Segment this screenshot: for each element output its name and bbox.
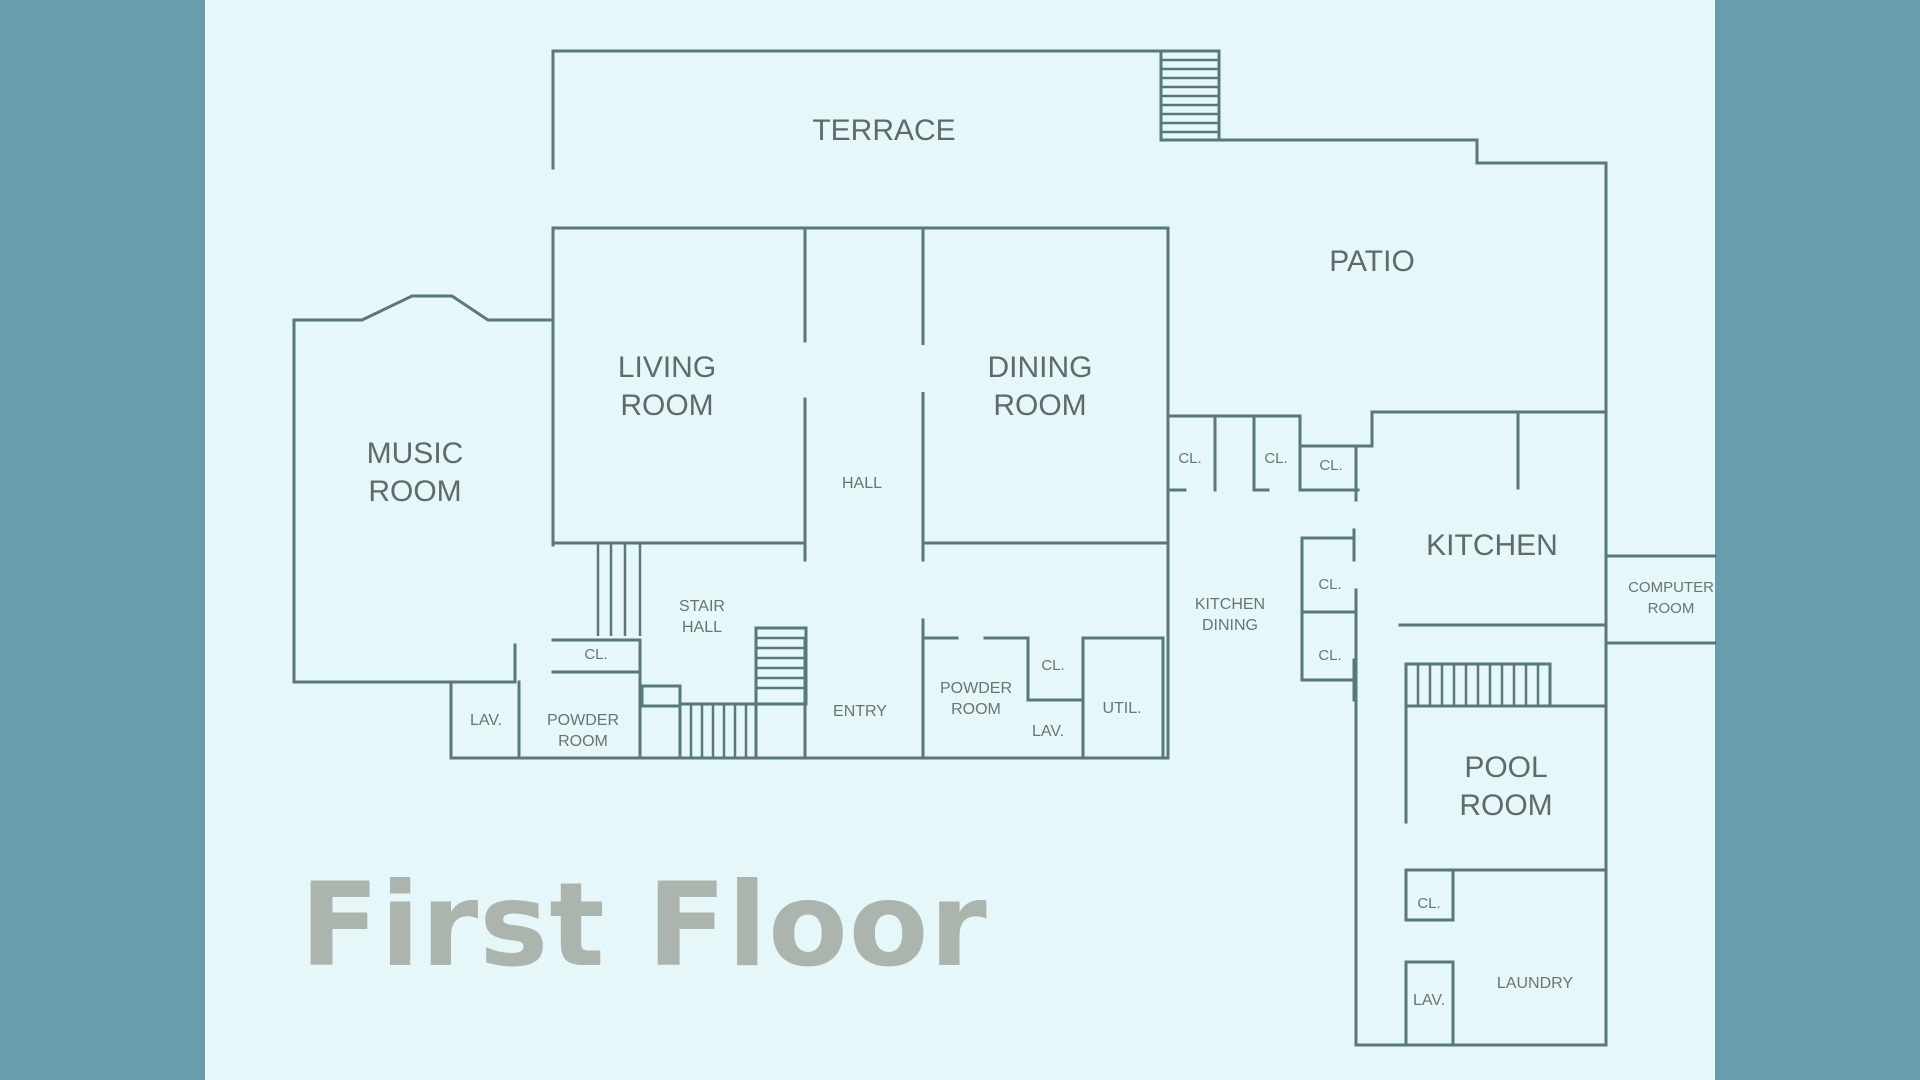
label-util: UTIL. xyxy=(1102,700,1141,717)
label-powder-room-right-line2: ROOM xyxy=(951,701,1001,718)
label-living-room-line2: ROOM xyxy=(620,389,713,422)
floor-caption: First Floor xyxy=(300,858,988,993)
floor-plan-panel xyxy=(205,0,1715,1080)
label-kitchen-dining-line2: DINING xyxy=(1202,617,1258,634)
label-powder-room-right-line1: POWDER xyxy=(940,680,1012,697)
living-stairs xyxy=(596,543,642,636)
stair-hall-stairs xyxy=(640,626,808,760)
label-closet: CL. xyxy=(1318,647,1341,664)
label-music-room-line2: ROOM xyxy=(368,475,461,508)
powder-cl-walls xyxy=(983,636,1085,702)
label-closet: CL. xyxy=(1417,895,1440,912)
terrace-stairs xyxy=(1159,49,1221,142)
pool-room-stairs xyxy=(1404,662,1552,708)
label-powder-room-left-line2: ROOM xyxy=(558,733,608,750)
label-dining-room-line2: ROOM xyxy=(993,389,1086,422)
living-room-walls xyxy=(551,226,807,545)
label-computer-room-line2: ROOM xyxy=(1648,600,1695,617)
label-stair-hall-line1: STAIR xyxy=(679,598,725,615)
label-closet: CL. xyxy=(1318,576,1341,593)
label-lav-middle: LAV. xyxy=(1032,723,1064,740)
label-closet: CL. xyxy=(1041,657,1064,674)
util-north-wall xyxy=(1081,636,1165,702)
label-terrace: TERRACE xyxy=(812,114,955,147)
label-laundry: LAUNDRY xyxy=(1497,975,1574,992)
label-lav-bottom: LAV. xyxy=(1413,992,1445,1009)
label-music-room-line1: MUSIC xyxy=(367,437,464,470)
label-powder-room-left-line1: POWDER xyxy=(547,712,619,729)
kitchen-north-wall xyxy=(1298,410,1608,448)
music-room-walls xyxy=(292,294,555,684)
label-closet: CL. xyxy=(584,646,607,663)
label-patio: PATIO xyxy=(1329,245,1415,278)
label-dining-room-line1: DINING xyxy=(988,351,1093,384)
label-pool-room-line1: POOL xyxy=(1464,751,1547,784)
label-closet: CL. xyxy=(1178,450,1201,467)
label-kitchen-dining-line1: KITCHEN xyxy=(1195,596,1265,613)
main-block-walls xyxy=(449,226,1170,760)
label-stair-hall-line2: HALL xyxy=(682,619,722,636)
label-kitchen: KITCHEN xyxy=(1426,529,1558,562)
label-hall: HALL xyxy=(842,475,882,492)
label-entry: ENTRY xyxy=(833,703,887,720)
label-lav-left: LAV. xyxy=(470,712,502,729)
stair-hall-closet-wall xyxy=(551,638,642,702)
label-closet: CL. xyxy=(1319,457,1342,474)
closet-row-walls xyxy=(1166,414,1360,492)
terrace-outline xyxy=(551,49,1608,1047)
label-living-room-line1: LIVING xyxy=(618,351,716,384)
laundry-closet xyxy=(1404,868,1455,922)
label-pool-room-line2: ROOM xyxy=(1459,789,1552,822)
kitchen-closets-west xyxy=(1300,536,1356,682)
label-computer-room-line1: COMPUTER xyxy=(1628,579,1714,596)
laundry-lav xyxy=(1404,960,1455,1047)
label-closet: CL. xyxy=(1264,450,1287,467)
